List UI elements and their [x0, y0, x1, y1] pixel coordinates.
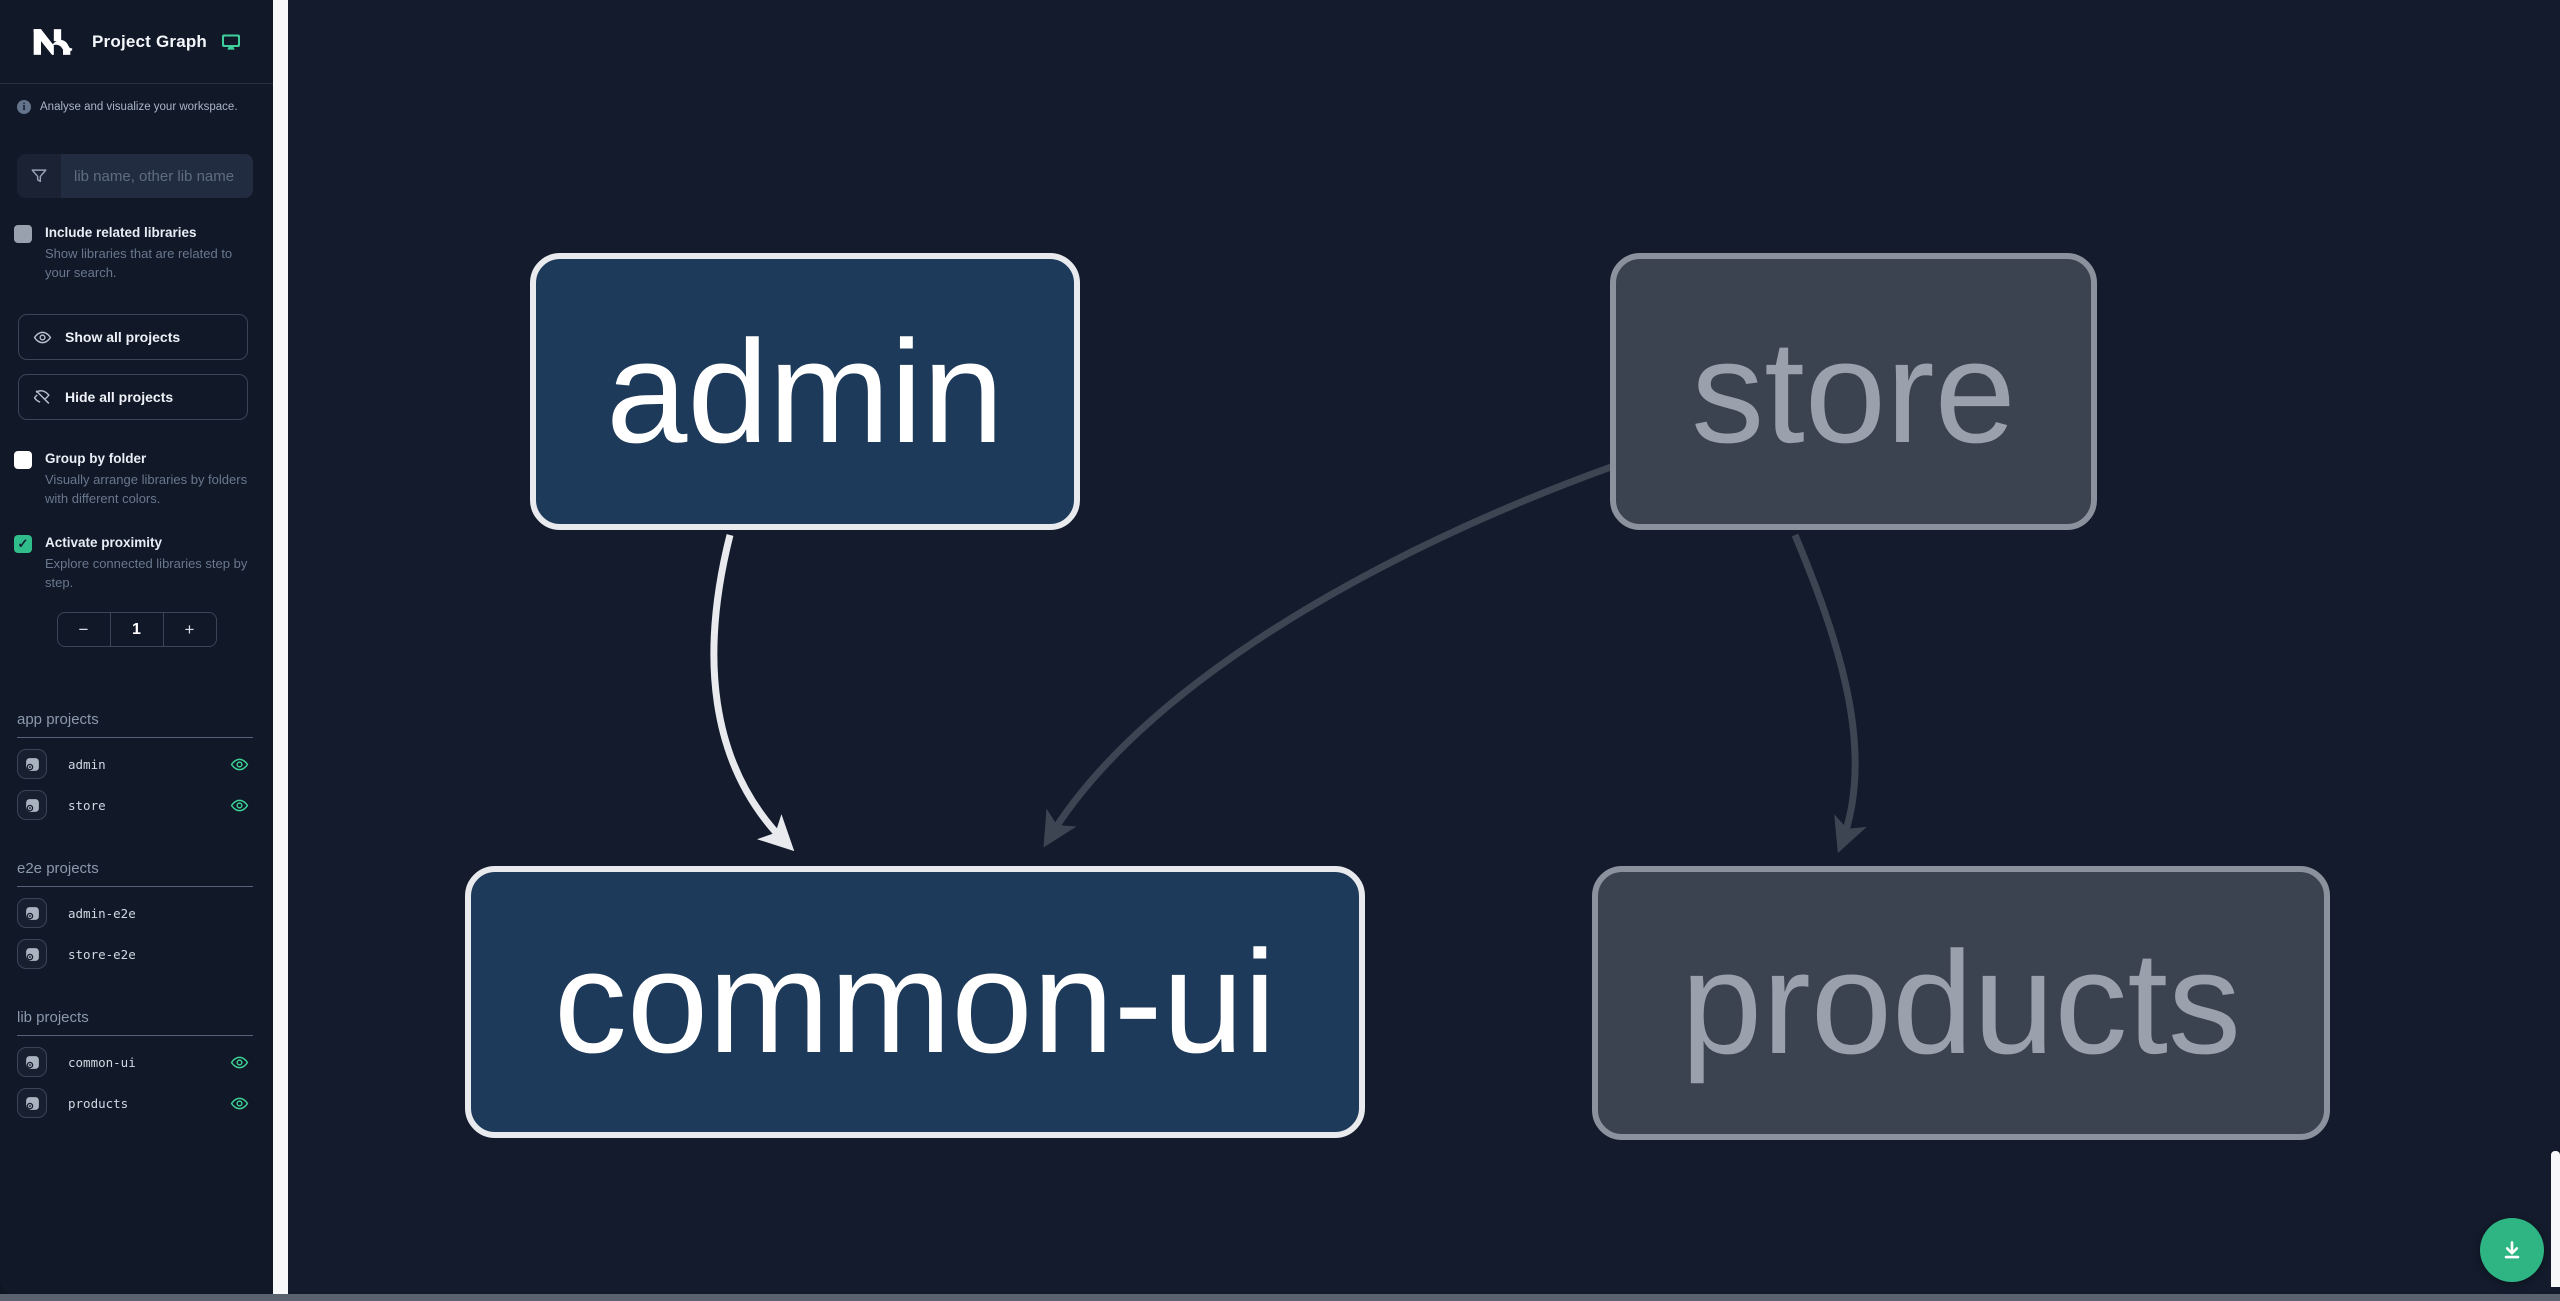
project-name[interactable]: products	[68, 1095, 129, 1111]
toggle-visibility-eye-icon[interactable]	[230, 755, 249, 774]
filter-input[interactable]	[61, 154, 253, 198]
project-row-admin-e2e: admin-e2e	[17, 898, 253, 929]
project-name[interactable]: admin-e2e	[68, 905, 136, 921]
hide-all-projects-button[interactable]: Hide all projects	[18, 374, 248, 421]
focus-icon	[25, 1097, 39, 1110]
sidebar: Project Graph i Analyse and visualize yo…	[0, 0, 273, 1294]
activate-proximity-checkbox[interactable]	[14, 535, 32, 554]
group-by-folder-option[interactable]: Group by folder Visually arrange librari…	[0, 450, 273, 508]
nx-logo-icon	[33, 28, 73, 55]
graph-canvas[interactable]: admin store common-ui products	[288, 0, 2560, 1294]
focus-icon	[25, 907, 39, 920]
section-title: e2e projects	[17, 860, 253, 888]
focus-project-button[interactable]	[17, 898, 47, 929]
funnel-icon	[17, 154, 61, 198]
page-title: Project Graph	[92, 31, 208, 51]
project-row-store: store	[17, 790, 253, 821]
toggle-visibility-eye-icon[interactable]	[230, 1094, 249, 1113]
project-name[interactable]: admin	[68, 756, 106, 772]
activate-proximity-label: Activate proximity	[45, 535, 163, 551]
toggle-visibility-eye-icon[interactable]	[230, 1053, 249, 1072]
focus-project-button[interactable]	[17, 939, 47, 970]
sidebar-header: Project Graph	[0, 0, 273, 84]
activate-proximity-description: Explore connected libraries step by step…	[45, 556, 248, 590]
focus-icon	[25, 1056, 39, 1069]
edge-store-to-products[interactable]	[1791, 533, 1867, 854]
vertical-scrollbar-thumb[interactable]	[2551, 1151, 2560, 1287]
edge-store-to-common-ui[interactable]	[1043, 463, 1613, 848]
activate-proximity-option[interactable]: Activate proximity Explore connected lib…	[0, 534, 273, 592]
show-all-projects-label: Show all projects	[65, 329, 181, 346]
edge-admin-to-common-ui[interactable]	[710, 534, 795, 852]
node-label: store	[1691, 309, 2016, 473]
graph-node-admin[interactable]: admin	[530, 253, 1080, 530]
project-name[interactable]: store-e2e	[68, 946, 136, 962]
focus-icon	[25, 758, 39, 771]
project-name[interactable]: store	[68, 797, 106, 813]
section-title: lib projects	[17, 1009, 253, 1037]
section-app-projects: app projects admin	[17, 711, 253, 821]
section-e2e-projects: e2e projects admin-e2e	[17, 860, 253, 970]
node-label: common-ui	[553, 920, 1277, 1083]
sidebar-resize-handle[interactable]	[273, 0, 288, 1294]
download-graph-button[interactable]	[2480, 1218, 2544, 1282]
show-all-projects-button[interactable]: Show all projects	[18, 314, 248, 361]
project-row-products: products	[17, 1088, 253, 1119]
graph-node-common-ui[interactable]: common-ui	[465, 866, 1365, 1138]
group-by-folder-checkbox[interactable]	[14, 451, 32, 470]
project-row-store-e2e: store-e2e	[17, 939, 253, 970]
include-related-option[interactable]: Include related libraries Show libraries…	[0, 224, 273, 282]
group-by-folder-description: Visually arrange libraries by folders wi…	[45, 472, 248, 506]
horizontal-scrollbar[interactable]	[0, 1294, 2560, 1301]
proximity-stepper: − 1 +	[56, 612, 217, 648]
info-icon: i	[17, 100, 31, 114]
include-related-description: Show libraries that are related to your …	[45, 246, 233, 280]
tagline-text: Analyse and visualize your workspace.	[40, 101, 238, 113]
project-row-common-ui: common-ui	[17, 1047, 253, 1078]
monitor-icon	[221, 32, 241, 52]
proximity-increment-button[interactable]: +	[164, 613, 216, 646]
section-title: app projects	[17, 711, 253, 739]
focus-project-button[interactable]	[17, 749, 47, 780]
proximity-value: 1	[109, 613, 164, 647]
focus-icon	[25, 799, 39, 812]
focus-project-button[interactable]	[17, 1047, 47, 1078]
focus-project-button[interactable]	[17, 1088, 47, 1119]
focus-icon	[25, 948, 39, 961]
filter-box	[17, 154, 253, 198]
node-label: admin	[606, 309, 1004, 473]
eye-icon	[33, 331, 52, 343]
graph-node-store[interactable]: store	[1610, 253, 2097, 530]
graph-edges	[710, 463, 1867, 854]
group-by-folder-label: Group by folder	[45, 451, 147, 467]
project-row-admin: admin	[17, 749, 253, 780]
section-lib-projects: lib projects common-ui	[17, 1009, 253, 1119]
download-icon	[2504, 1241, 2520, 1259]
focus-project-button[interactable]	[17, 790, 47, 821]
project-name[interactable]: common-ui	[68, 1054, 136, 1070]
graph-node-products[interactable]: products	[1592, 866, 2330, 1140]
proximity-decrement-button[interactable]: −	[58, 613, 110, 646]
include-related-checkbox[interactable]	[14, 225, 32, 243]
toggle-visibility-eye-icon[interactable]	[230, 796, 249, 815]
tagline-row: i Analyse and visualize your workspace.	[0, 84, 273, 114]
include-related-label: Include related libraries	[45, 225, 197, 240]
eye-off-icon	[33, 389, 50, 404]
hide-all-projects-label: Hide all projects	[65, 389, 174, 406]
node-label: products	[1681, 921, 2241, 1084]
